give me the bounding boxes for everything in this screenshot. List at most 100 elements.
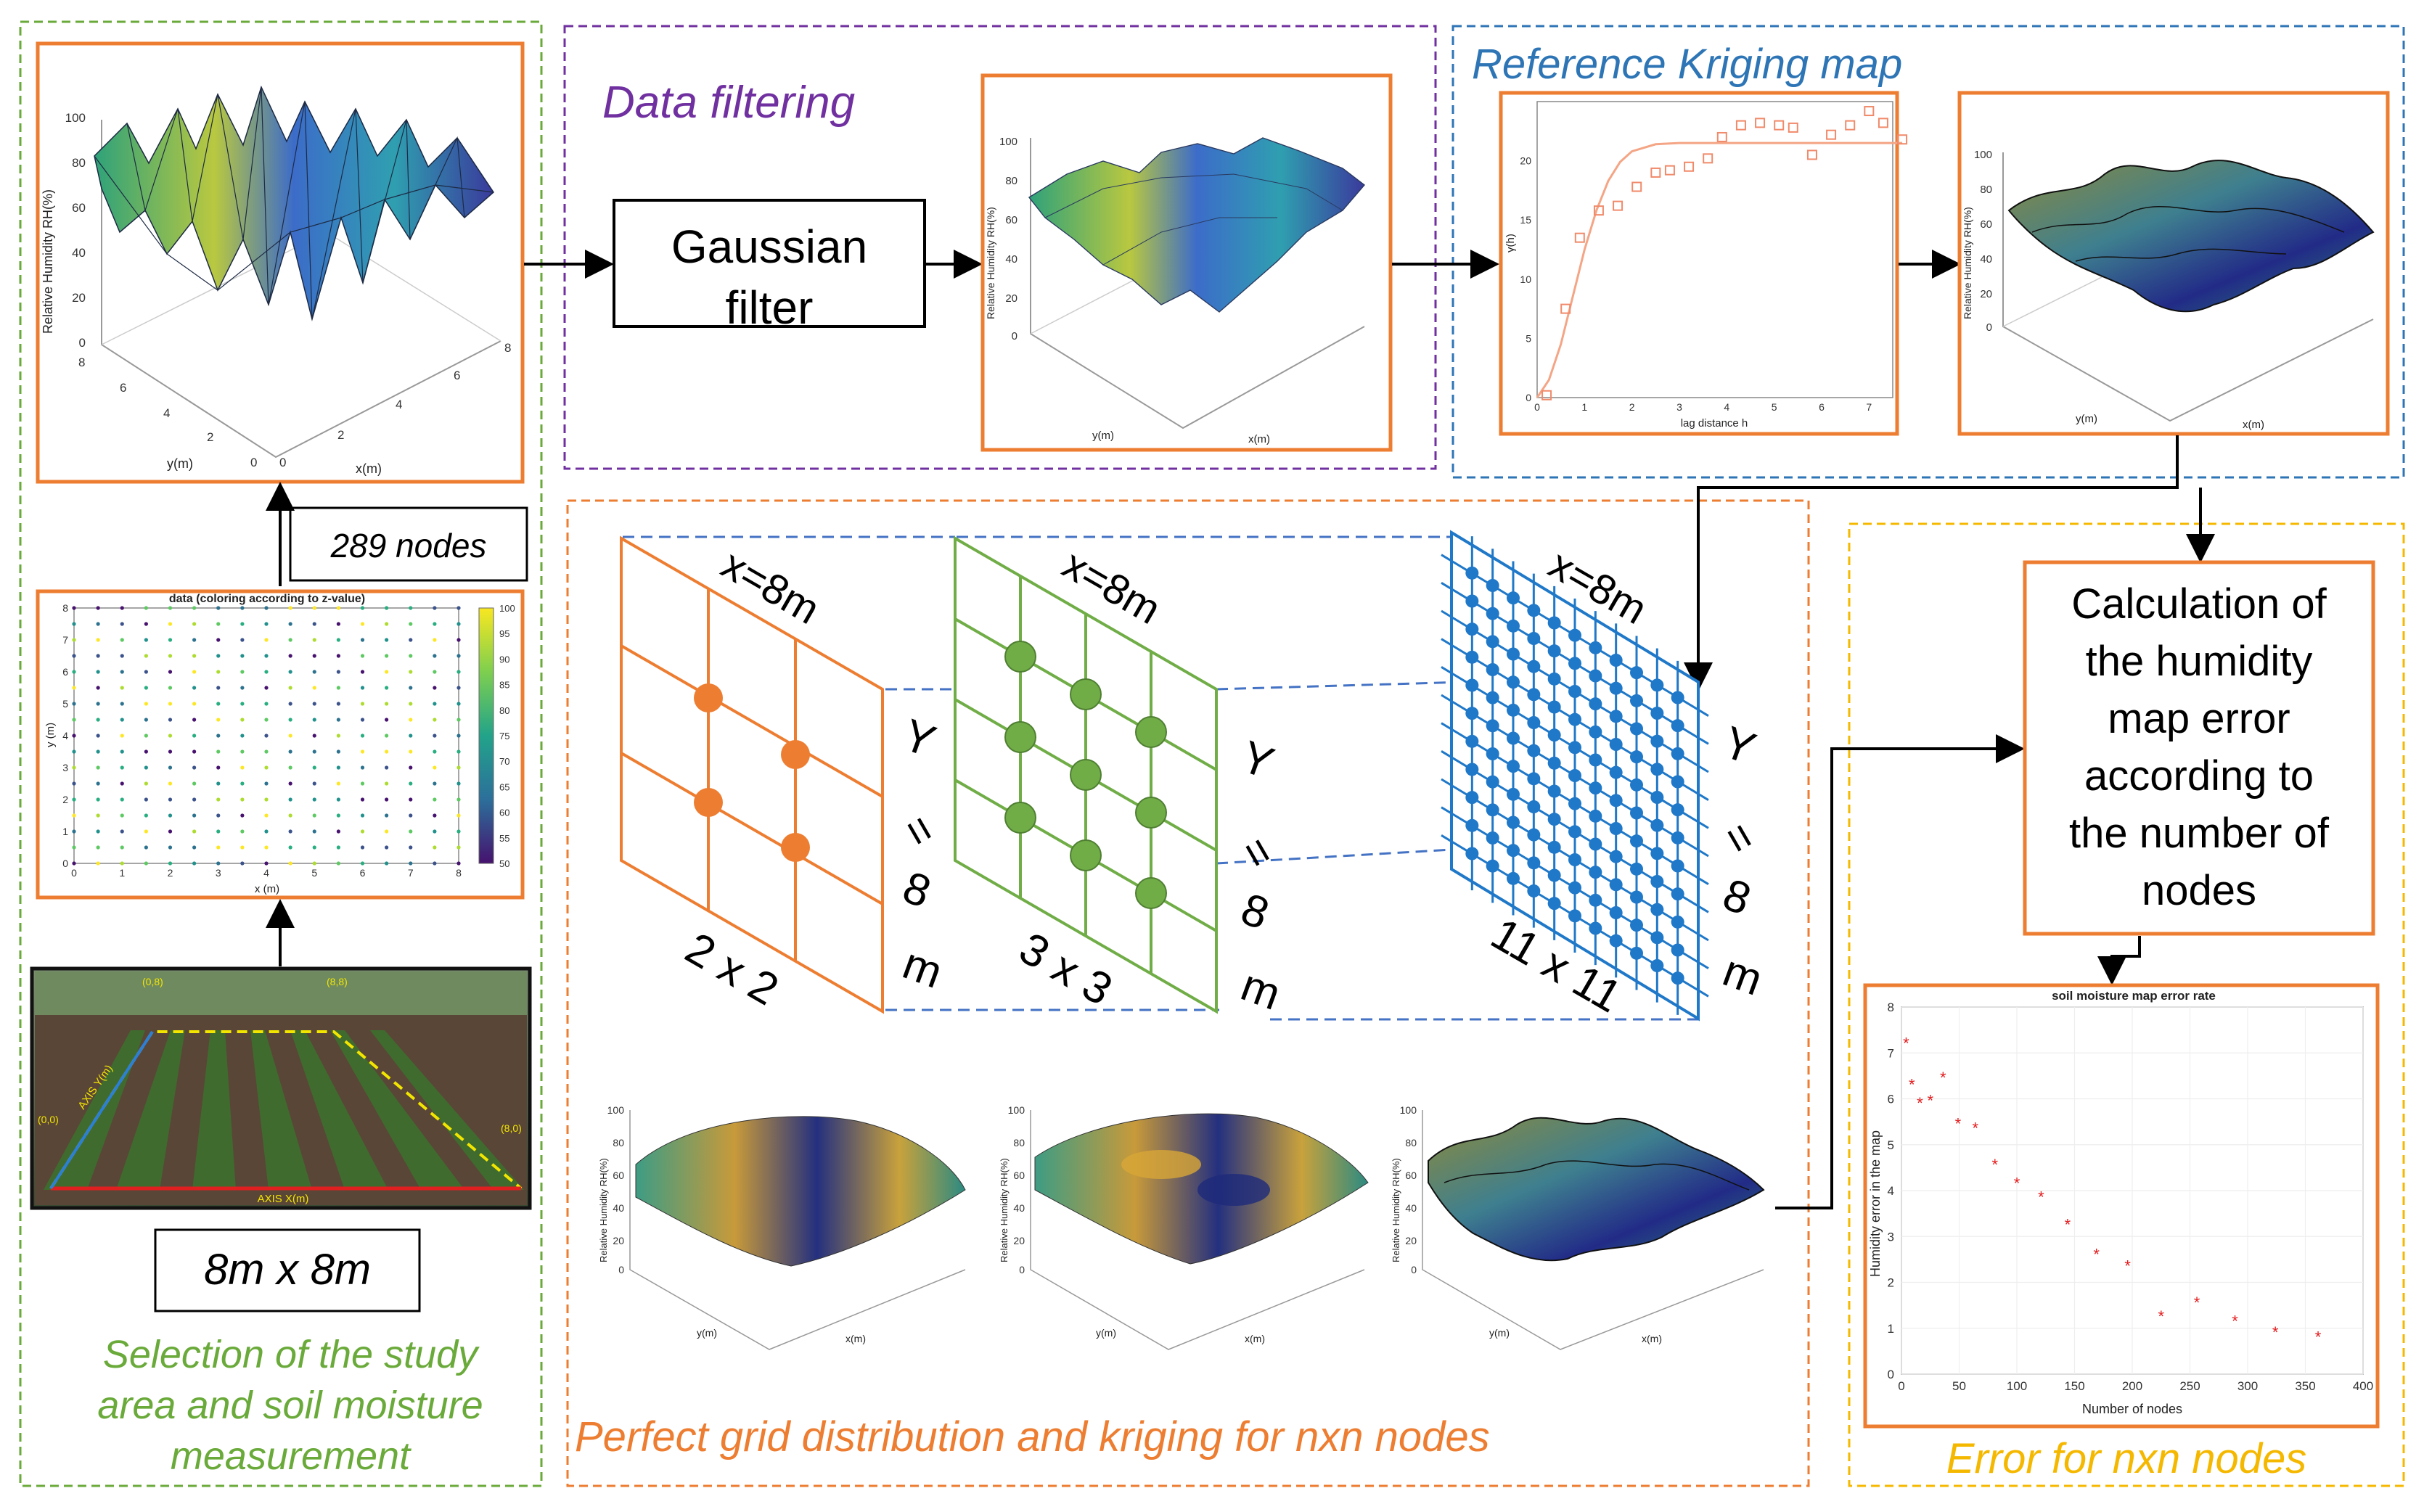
scatter-grid-point	[192, 702, 197, 706]
calc-line-2: the humidity	[2086, 638, 2313, 685]
svg-text:80: 80	[613, 1137, 624, 1149]
variogram-point	[1664, 165, 1675, 176]
scatter-grid-point	[216, 606, 221, 610]
scatter-grid-ytick: 5	[62, 698, 68, 710]
scatter-grid-point	[72, 765, 76, 770]
reference-plot-zlabel: Relative Humidity RH(%)	[1962, 207, 1973, 319]
kriging-3x3-xlabel: x(m)	[1245, 1333, 1265, 1344]
filtering-title: Data filtering	[602, 78, 855, 128]
svg-text:Y: Y	[896, 710, 941, 767]
error-ytick: 7	[1888, 1046, 1894, 1060]
svg-text:60: 60	[72, 201, 86, 215]
scatter-grid-point	[360, 606, 365, 610]
scatter-grid-point	[312, 813, 316, 818]
grid-node	[1507, 760, 1520, 773]
variogram-point	[1716, 131, 1727, 142]
scatter-grid-point	[240, 670, 245, 674]
grid-node	[1671, 943, 1684, 957]
nodes-count-box	[289, 506, 528, 582]
grid-node	[1671, 971, 1684, 985]
scatter-grid-point	[216, 813, 221, 818]
arrow-kriging-to-calculation	[1775, 734, 2025, 1209]
variogram-xtick: 0	[1534, 401, 1540, 413]
grid-node	[1671, 775, 1684, 789]
scatter-grid-point	[312, 638, 316, 642]
grid-node	[1486, 663, 1499, 676]
grid-node	[1527, 744, 1541, 757]
scatter-grid-point	[192, 734, 197, 738]
scatter-grid-ytick: 0	[62, 858, 68, 869]
scatter-grid-point	[456, 734, 461, 738]
grid-node	[1589, 837, 1602, 851]
scatter-grid-point	[433, 861, 437, 866]
scatter-grid-point	[456, 670, 461, 674]
grid-node	[1609, 822, 1623, 835]
scatter-grid-point	[409, 781, 413, 786]
variogram-ytick: 15	[1520, 214, 1531, 226]
scatter-grid-point	[360, 845, 365, 850]
photo-axis-x: AXIS X(m)	[258, 1193, 309, 1205]
scatter-grid-point	[456, 654, 461, 658]
grid-node	[694, 788, 723, 817]
scatter-grid-point	[288, 749, 292, 754]
kriging-11x11-ylabel: y(m)	[1489, 1327, 1510, 1339]
scatter-grid-point	[72, 702, 76, 706]
grid-node	[1465, 818, 1479, 832]
scatter-grid-point	[312, 622, 316, 626]
svg-text:80: 80	[1405, 1137, 1417, 1149]
error-point: *	[2315, 1328, 2322, 1346]
svg-text:m: m	[1234, 960, 1287, 1020]
area-size-box	[154, 1228, 421, 1312]
svg-text:60: 60	[1980, 218, 1992, 231]
scatter-grid-point	[288, 765, 292, 770]
svg-text:0: 0	[1411, 1264, 1417, 1275]
scatter-grid-point	[72, 734, 76, 738]
svg-text:60: 60	[613, 1170, 624, 1181]
scatter-grid-point	[409, 813, 413, 818]
scatter-grid-point	[120, 654, 124, 658]
scatter-grid-point	[192, 749, 197, 754]
error-chart-grid	[1901, 1006, 2364, 1375]
scatter-grid-point	[72, 829, 76, 834]
variogram-points	[1541, 106, 1908, 400]
scatter-grid-point	[120, 845, 124, 850]
scatter-grid-point	[456, 813, 461, 818]
scatter-grid-point	[96, 749, 100, 754]
reference-title: Reference Kriging map	[1472, 41, 1902, 88]
scatter-grid-point	[72, 845, 76, 850]
scatter-grid-point	[192, 797, 197, 802]
scatter-grid-point	[240, 845, 245, 850]
scatter-grid-point	[336, 622, 340, 626]
scatter-grid-point	[288, 686, 292, 690]
grid-node	[1630, 722, 1643, 736]
error-point: *	[2158, 1307, 2164, 1326]
error-xtick: 400	[2353, 1379, 2373, 1393]
grid-node	[1527, 856, 1541, 870]
error-point: *	[2272, 1323, 2279, 1342]
scatter-grid-point	[192, 654, 197, 658]
svg-text:8: 8	[1716, 869, 1757, 925]
scatter-colorbar	[478, 607, 494, 864]
scatter-grid-point	[385, 718, 389, 722]
scatter-grid-point	[96, 654, 100, 658]
error-point: *	[1903, 1035, 1909, 1053]
error-point: *	[1972, 1119, 1978, 1138]
error-xtick: 250	[2179, 1379, 2200, 1393]
photo-corner-br: (8,0)	[501, 1122, 522, 1134]
variogram-point	[1826, 129, 1837, 140]
scatter-grid-point	[240, 765, 245, 770]
grid-2x2: 2 x 2 x=8m	[620, 535, 884, 1015]
grid-node	[1609, 765, 1623, 779]
grid-node	[1671, 859, 1684, 873]
grid-node	[1527, 772, 1541, 786]
grid-node	[1589, 893, 1602, 907]
grid-node	[1507, 731, 1520, 745]
grid-node	[1486, 775, 1499, 789]
scatter-grid-point	[120, 813, 124, 818]
variogram-point	[1735, 120, 1746, 131]
svg-text:m: m	[896, 938, 949, 998]
scatter-grid-point	[385, 813, 389, 818]
grid-node	[1568, 909, 1581, 923]
scatter-grid-point	[264, 734, 269, 738]
scatter-grid-point	[264, 686, 269, 690]
